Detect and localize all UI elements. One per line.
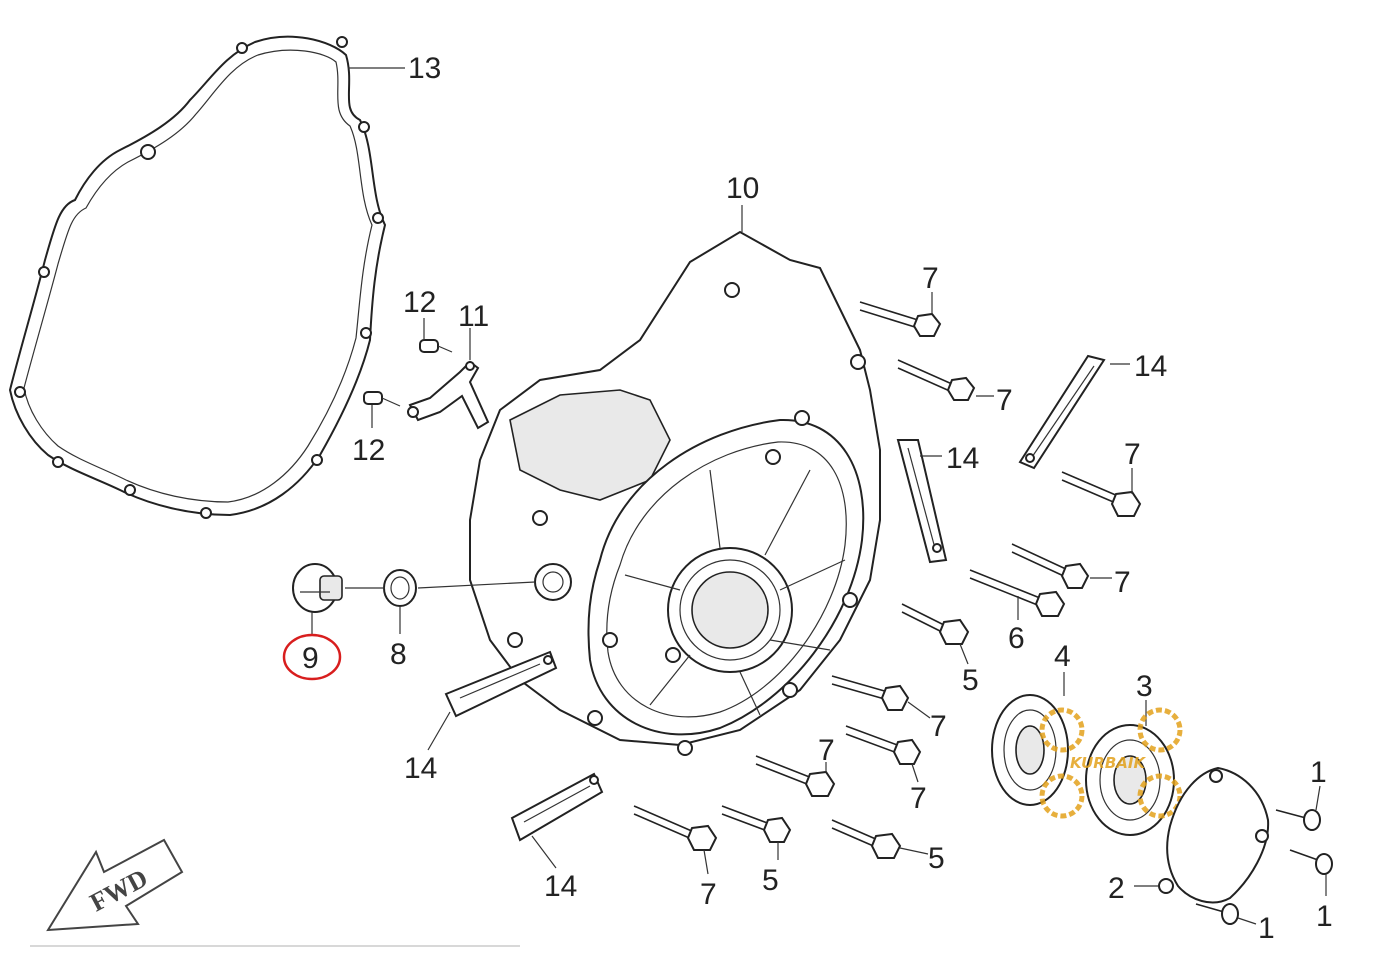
callout-5-right-low: 5 <box>928 842 945 875</box>
callout-7-second: 7 <box>996 384 1013 417</box>
bracket-11 <box>407 360 490 430</box>
screw-1-top <box>1275 809 1321 831</box>
callout-11: 11 <box>458 300 489 333</box>
callout-13: 13 <box>408 52 441 85</box>
guide-14-top-right <box>1018 354 1106 470</box>
oil-seal-4 <box>991 694 1069 806</box>
screw-1-mid <box>1289 849 1333 875</box>
highlight-ring-part-9 <box>282 633 342 681</box>
callout-5-low: 5 <box>762 864 779 897</box>
callout-12-upper: 12 <box>403 286 436 319</box>
guide-14-mid <box>896 439 948 564</box>
callout-2: 2 <box>1108 872 1125 905</box>
callout-4: 4 <box>1054 640 1071 673</box>
bolt-12-upper <box>419 339 453 353</box>
callout-6: 6 <box>1008 622 1025 655</box>
callout-3: 3 <box>1136 670 1153 703</box>
callout-1-top: 1 <box>1310 756 1327 789</box>
retainer-plate-2 <box>1158 766 1270 904</box>
callout-14-left: 14 <box>404 752 437 785</box>
screw-1-bottom <box>1195 903 1239 925</box>
bearing-3 <box>1085 724 1175 836</box>
callout-9: 9 <box>302 642 319 675</box>
callout-14-mid: 14 <box>946 442 979 475</box>
bolt-12-lower <box>363 391 401 407</box>
callout-1-right: 1 <box>1316 900 1333 933</box>
atv-tire-logo-icon <box>1039 707 1183 819</box>
callout-5-upper: 5 <box>962 664 979 697</box>
crankcase-cover-10 <box>469 230 881 756</box>
bolts-group <box>633 301 1142 859</box>
guide-14-bottom <box>510 772 604 842</box>
callout-7-center-low: 7 <box>910 782 927 815</box>
washer-8 <box>383 569 417 607</box>
callout-8: 8 <box>390 638 407 671</box>
callout-7-mid-right: 7 <box>1114 566 1131 599</box>
callout-7-low: 7 <box>818 734 835 767</box>
callout-10: 10 <box>726 172 759 205</box>
callout-14-top-right: 14 <box>1134 350 1167 383</box>
guide-14-left <box>444 650 558 718</box>
callout-7-right: 7 <box>1124 438 1141 471</box>
callout-12-lower: 12 <box>352 434 385 467</box>
watermark-text: KURBAIK <box>1070 754 1146 772</box>
callout-1-bottom: 1 <box>1258 912 1275 945</box>
callout-7-top: 7 <box>922 262 939 295</box>
watermark-logo: KURBAIK <box>1039 707 1183 819</box>
oil-plug-9 <box>292 563 343 613</box>
callout-7-bottom: 7 <box>700 878 717 911</box>
callout-14-bottom: 14 <box>544 870 577 903</box>
callout-7-center: 7 <box>930 710 947 743</box>
gasket-13 <box>8 35 387 519</box>
fwd-arrow-icon: FWD <box>46 838 184 932</box>
